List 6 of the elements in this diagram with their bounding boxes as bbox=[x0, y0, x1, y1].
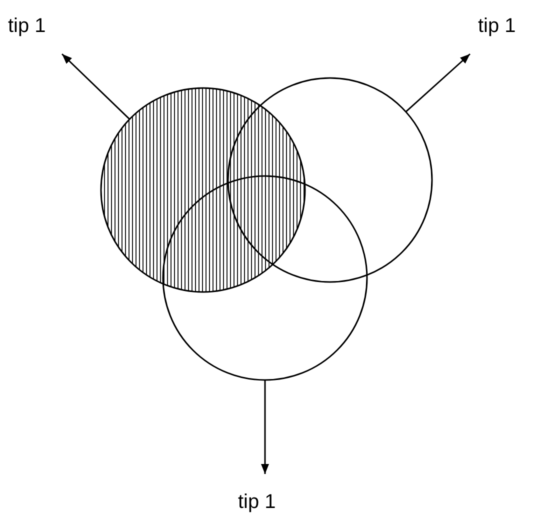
arrow bbox=[405, 53, 470, 112]
arrow bbox=[261, 380, 269, 474]
tip-label: tip 1 bbox=[478, 14, 516, 38]
arrow bbox=[61, 53, 130, 120]
tip-label: tip 1 bbox=[238, 490, 276, 514]
tip-label: tip 1 bbox=[8, 14, 46, 38]
